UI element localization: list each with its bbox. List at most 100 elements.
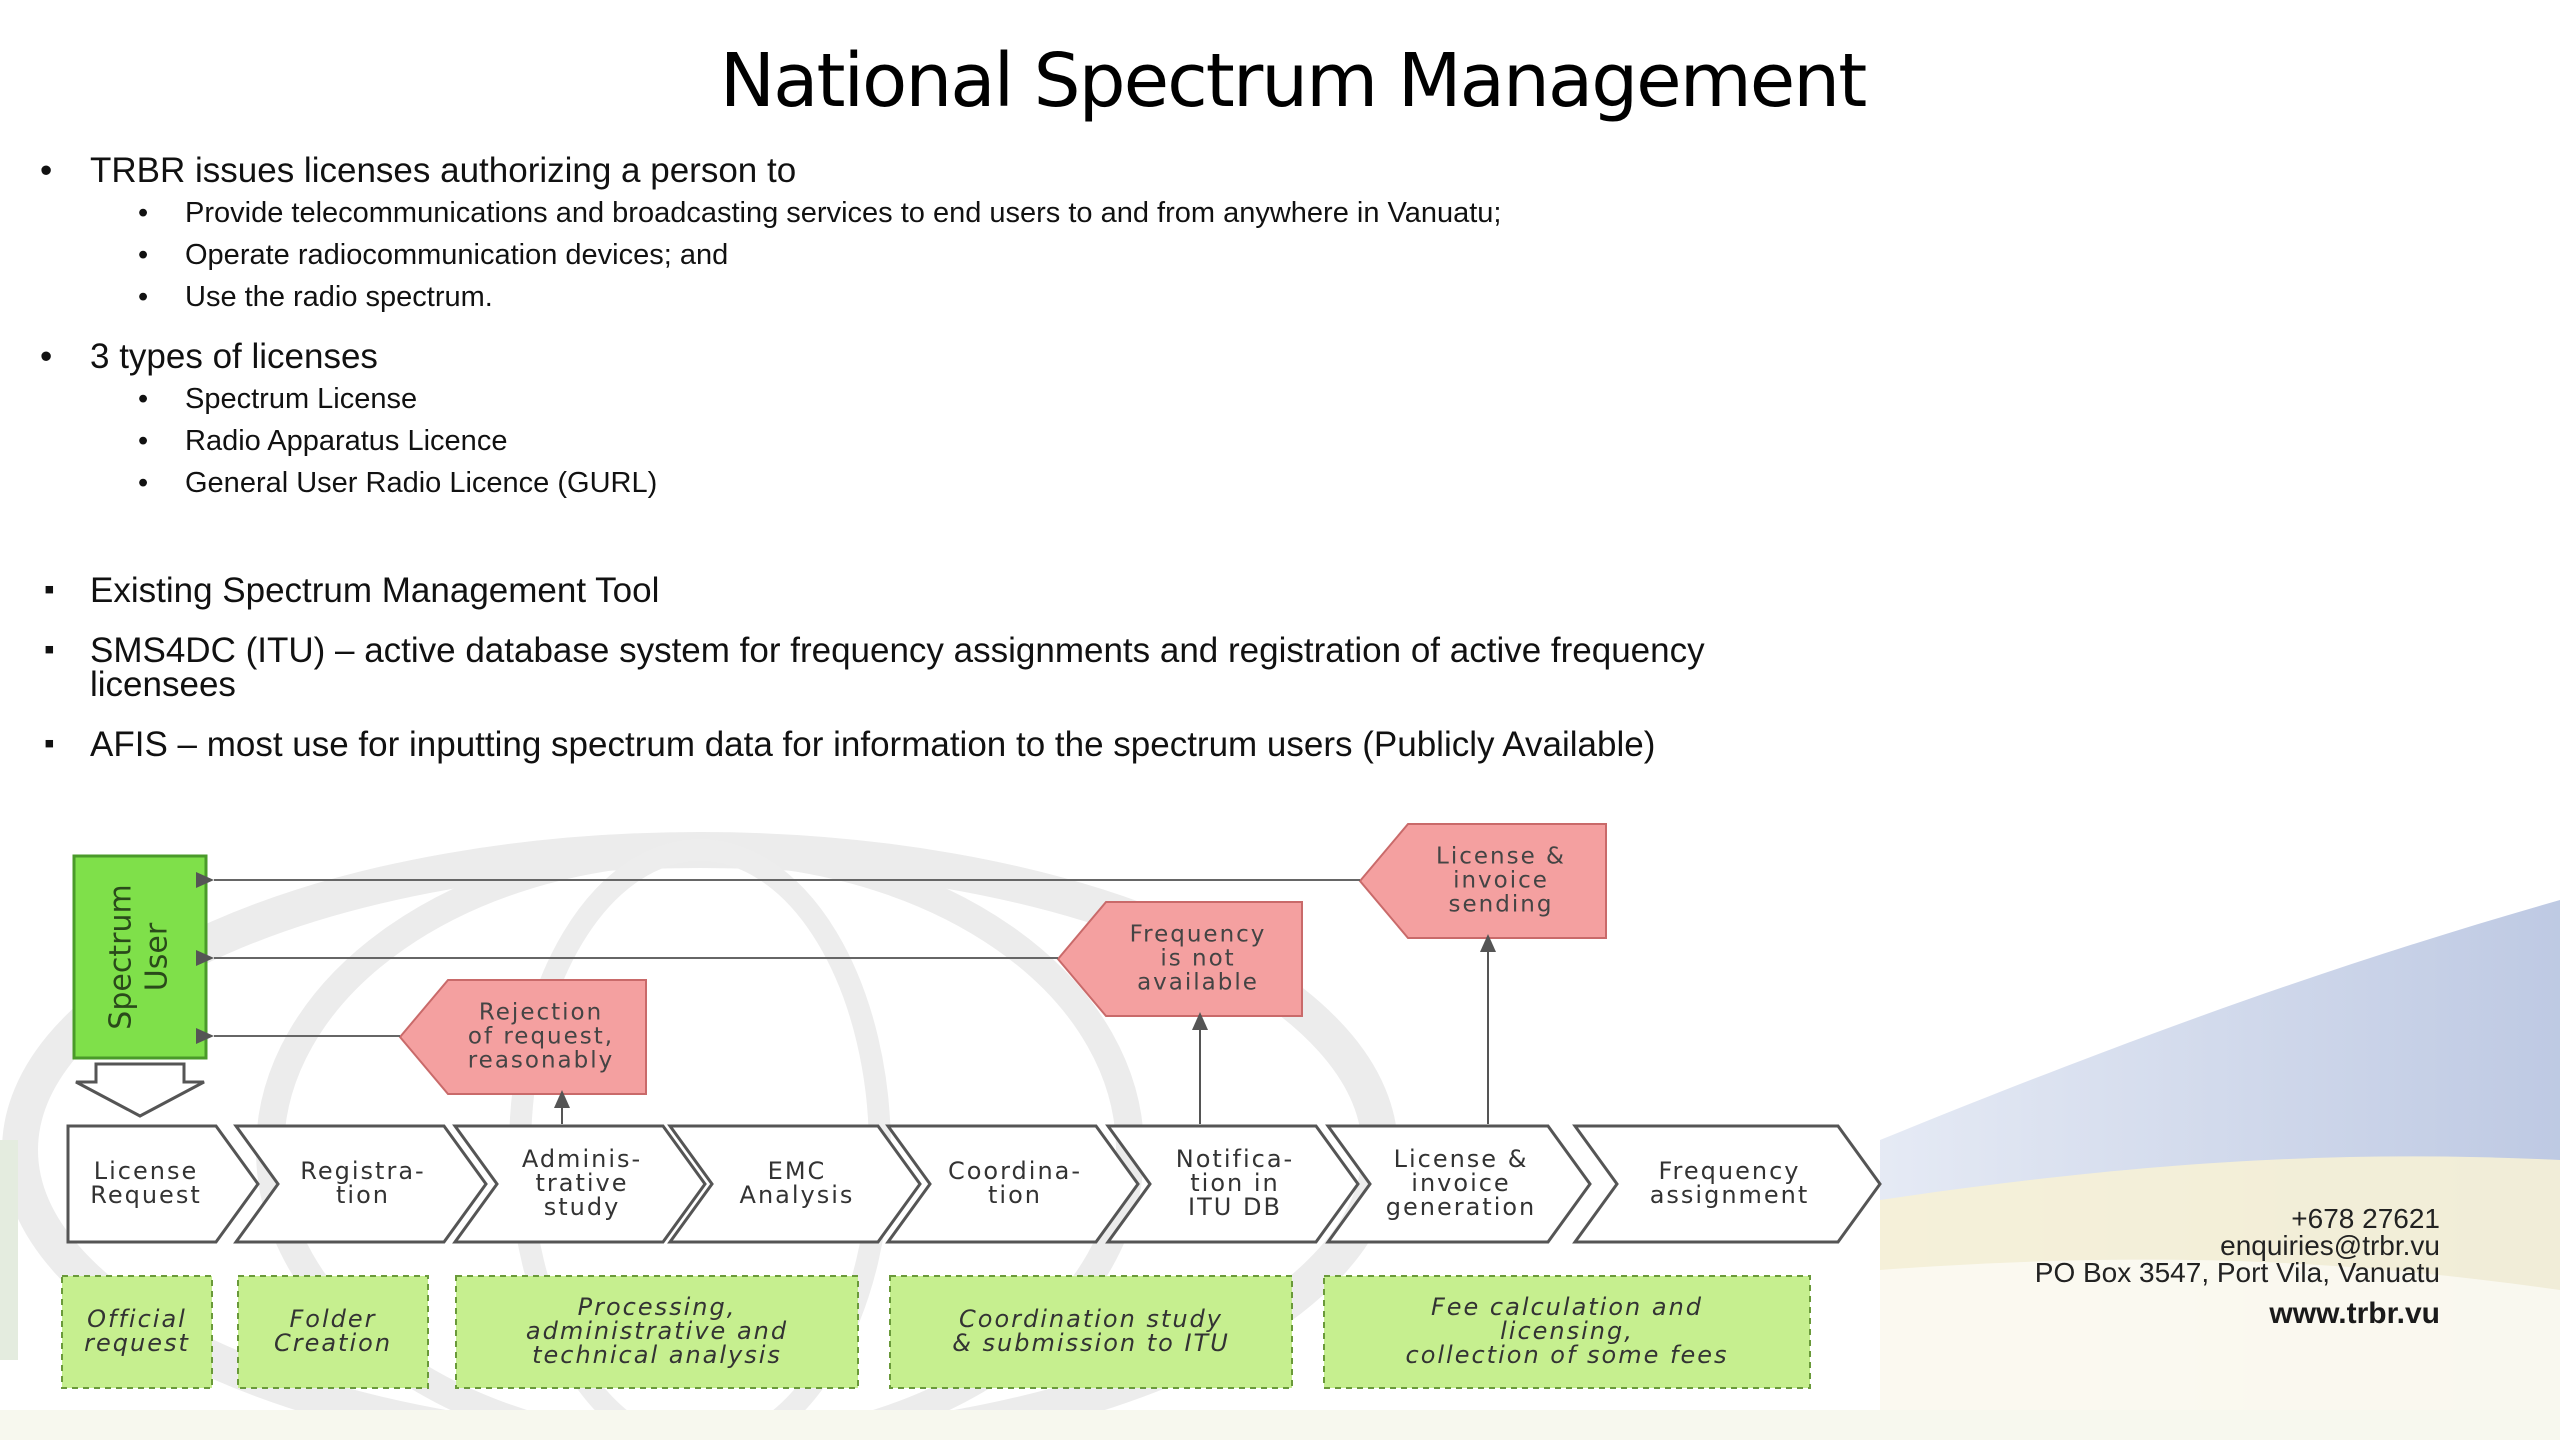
contact-block: +678 27621 enquiries@trbr.vu PO Box 3547…	[2034, 1203, 2440, 1330]
feedback-label-line: Frequency	[1130, 922, 1267, 948]
phase-box	[455, 1275, 859, 1389]
feedback-box	[1358, 823, 1607, 939]
feedback-label-line: is not	[1160, 946, 1235, 972]
sub-bullet-item: •Use the radio spectrum.	[138, 281, 493, 313]
process-step-chevron	[452, 1124, 707, 1244]
contact-website: www.trbr.vu	[2269, 1297, 2440, 1330]
phase-label-line: Creation	[274, 1329, 392, 1357]
feedback-label-line: invoice	[1453, 868, 1549, 894]
square-bullet-text-cont: licensees	[90, 665, 236, 704]
process-step-label-line: Adminis-	[522, 1145, 642, 1173]
feedback-label-line: of request,	[468, 1024, 614, 1050]
phase-label-line: administrative and	[526, 1317, 788, 1345]
phase-label: Fee calculation andlicensing,collection …	[1406, 1293, 1729, 1369]
process-step-label-line: Analysis	[740, 1181, 855, 1209]
phase-box	[237, 1275, 429, 1389]
square-bullet-item: ▪ AFIS – most use for inputting spectrum…	[40, 727, 1900, 762]
down-arrow-icon	[75, 1062, 205, 1118]
phase-label: Coordination study& submission to ITU	[952, 1305, 1230, 1357]
process-step-label-line: Request	[90, 1181, 202, 1209]
phase-label-line: Folder	[289, 1305, 376, 1333]
sub-bullet-text: Spectrum License	[185, 383, 418, 415]
process-step-chevron	[66, 1124, 260, 1244]
sub-bullet-item: •General User Radio Licence (GURL)	[138, 467, 658, 499]
feedback-box	[1056, 901, 1303, 1017]
process-step-label-line: Coordina-	[948, 1157, 1082, 1185]
process-step-label-line: Notifica-	[1176, 1145, 1294, 1173]
phase-box	[61, 1275, 213, 1389]
bullet-item: • TRBR issues licenses authorizing a per…	[40, 151, 797, 190]
process-step-label-line: Frequency	[1659, 1157, 1801, 1185]
bullet-text: TRBR issues licenses authorizing a perso…	[90, 151, 797, 190]
process-step-chevron	[1572, 1124, 1882, 1244]
feedback-label-line: License &	[1436, 844, 1566, 870]
feedback-label-line: available	[1137, 970, 1259, 996]
process-step-label-line: EMC	[768, 1157, 827, 1185]
phase-label-line: & submission to ITU	[952, 1329, 1230, 1357]
sub-bullet-item: •Spectrum License	[138, 383, 418, 415]
phase-label-line: collection of some fees	[1406, 1341, 1729, 1369]
slide-title: National Spectrum Management	[719, 38, 1867, 124]
sub-bullet-item: •Radio Apparatus Licence	[138, 425, 508, 457]
sub-bullet-text: Use the radio spectrum.	[185, 281, 493, 313]
bullet-list: • TRBR issues licenses authorizing a per…	[40, 150, 1900, 762]
contact-address: PO Box 3547, Port Vila, Vanuatu	[2034, 1257, 2440, 1288]
process-step-label-line: generation	[1386, 1193, 1537, 1221]
bullet-text: 3 types of licenses	[90, 337, 378, 376]
phase-box	[1323, 1275, 1811, 1389]
process-step-label-line: tion	[336, 1181, 390, 1209]
sub-bullet-text: Provide telecommunications and broadcast…	[185, 197, 1502, 229]
contact-email: enquiries@trbr.vu	[2220, 1230, 2440, 1261]
feedback-label-line: Rejection	[479, 1000, 603, 1026]
phase-box	[889, 1275, 1293, 1389]
feedback-label-line: sending	[1449, 892, 1554, 918]
square-bullet-item: ▪ Existing Spectrum Management Tool	[40, 571, 1900, 610]
process-step-label-line: tion in	[1190, 1169, 1279, 1197]
sub-bullet-text: General User Radio Licence (GURL)	[185, 467, 658, 499]
phase-label-line: Coordination study	[959, 1305, 1223, 1333]
process-step-chevron	[1325, 1124, 1592, 1244]
square-bullet-item: ▪ SMS4DC (ITU) – active database system …	[40, 631, 1900, 704]
phase-label-line: licensing,	[1500, 1317, 1634, 1345]
spectrum-user-label-line: Spectrum	[104, 884, 139, 1029]
process-step-label-line: License	[94, 1157, 198, 1185]
sub-bullet-item: •Provide telecommunications and broadcas…	[138, 197, 1502, 229]
process-step-chevron	[885, 1124, 1140, 1244]
process-step-chevron	[233, 1124, 488, 1244]
process-step-label-line: trative	[535, 1169, 628, 1197]
phase-label-line: Fee calculation and	[1431, 1293, 1703, 1321]
phase-label-line: request	[84, 1329, 190, 1357]
process-step-label-line: tion	[988, 1181, 1042, 1209]
process-step-label-line: ITU DB	[1188, 1193, 1282, 1221]
bullet-item: • 3 types of licenses	[40, 337, 378, 376]
process-step-label: Coordina-tion	[948, 1157, 1082, 1209]
spectrum-user-label-line: User	[140, 922, 175, 991]
process-step-label-line: invoice	[1411, 1169, 1510, 1197]
square-bullet-text: Existing Spectrum Management Tool	[90, 571, 660, 610]
contact-phone: +678 27621	[2291, 1203, 2440, 1234]
process-step-chevron	[1105, 1124, 1360, 1244]
phase-label-line: technical analysis	[532, 1341, 782, 1369]
process-step-label-line: License &	[1394, 1145, 1529, 1173]
process-step-chevron	[667, 1124, 922, 1244]
square-bullet-text: SMS4DC (ITU) – active database system fo…	[90, 631, 1705, 670]
phase-label-line: Processing,	[578, 1293, 737, 1321]
process-step-label-line: assignment	[1650, 1181, 1810, 1209]
process-step-label: Registra-tion	[300, 1157, 425, 1209]
process-step-label-line: Registra-	[300, 1157, 425, 1185]
spectrum-user-box	[72, 854, 208, 1060]
